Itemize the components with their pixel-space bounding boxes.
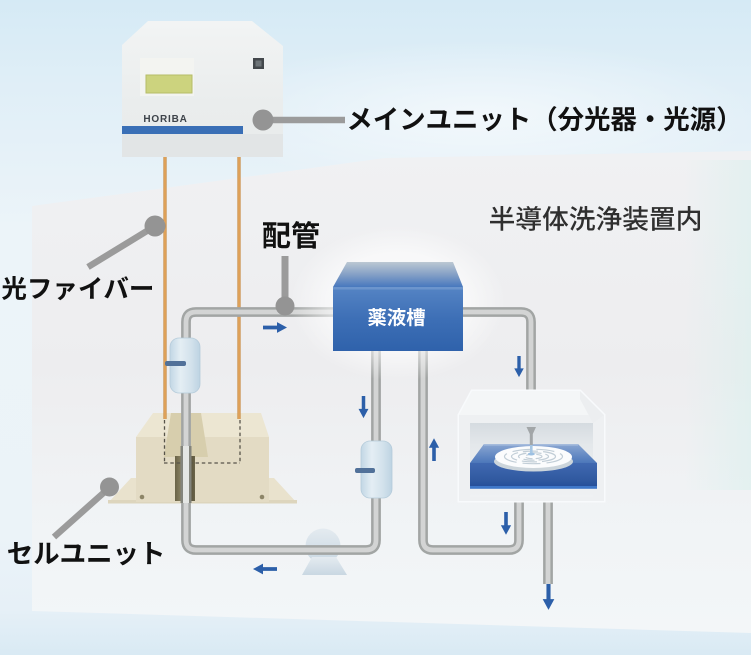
svg-text:HORIBA: HORIBA: [143, 114, 187, 125]
